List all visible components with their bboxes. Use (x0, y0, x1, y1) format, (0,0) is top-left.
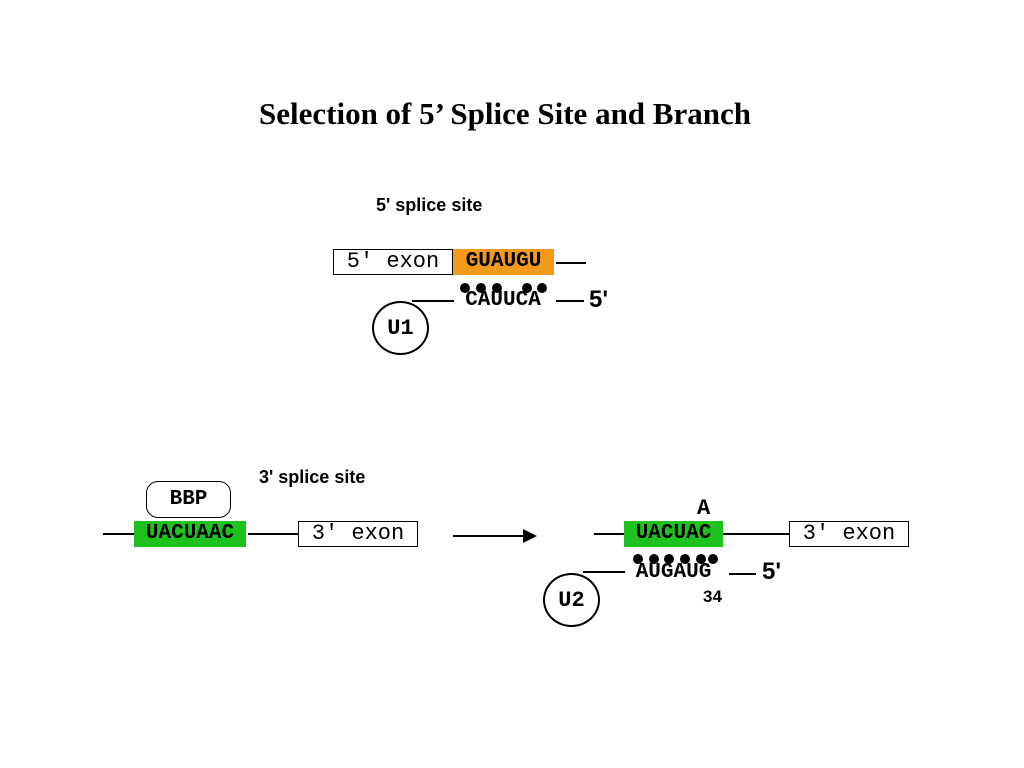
u2-snrna-line-left (583, 571, 625, 573)
base-pair-dot (696, 554, 706, 564)
intron-line (556, 262, 586, 264)
page-title: Selection of 5’ Splice Site and Branch (259, 96, 751, 131)
base-pair-dot (537, 283, 547, 293)
base-pair-dot (708, 554, 718, 564)
intron-line (103, 533, 134, 535)
base-pair-dot (680, 554, 690, 564)
u1-snrna-sequence: CAUUCA (465, 289, 541, 312)
base-pair-dot (633, 554, 643, 564)
base-pair-dot (492, 283, 502, 293)
branch-site-sequence: UACUAAC (134, 521, 246, 547)
nucleotide-position-number: 34 (703, 587, 722, 606)
five-splice-site-sequence: GUAUGU (453, 249, 554, 275)
branch-site-sequence-bound: UACUAC (624, 521, 723, 547)
u2-snrna-sequence: AUGAUG (635, 561, 712, 584)
u2-snrnp-circle: U2 (543, 573, 600, 627)
base-pair-dot (649, 554, 659, 564)
bulged-adenosine: A (697, 496, 711, 521)
three-exon-box-bound: 3' exon (789, 521, 909, 547)
intron-line (723, 533, 789, 535)
u2-snrna-line-right (729, 573, 756, 575)
base-pair-dot (476, 283, 486, 293)
base-pair-dot (460, 283, 470, 293)
transition-arrow (453, 529, 537, 543)
base-pair-dot (522, 283, 532, 293)
bbp-protein: BBP (146, 481, 231, 518)
five-exon-box: 5' exon (333, 249, 453, 275)
u1-five-prime-end: 5' (589, 286, 609, 313)
three-splice-site-label: 3' splice site (259, 467, 366, 487)
three-exon-box: 3' exon (298, 521, 418, 547)
u1-snrna-line-right (556, 300, 584, 302)
five-splice-site-label: 5' splice site (376, 195, 483, 215)
base-pair-dot (664, 554, 674, 564)
intron-line (248, 533, 298, 535)
intron-line (594, 533, 624, 535)
u2-five-prime-end: 5' (762, 558, 782, 585)
u1-snrna-line-left (412, 300, 454, 302)
u1-snrnp-circle: U1 (372, 301, 429, 355)
